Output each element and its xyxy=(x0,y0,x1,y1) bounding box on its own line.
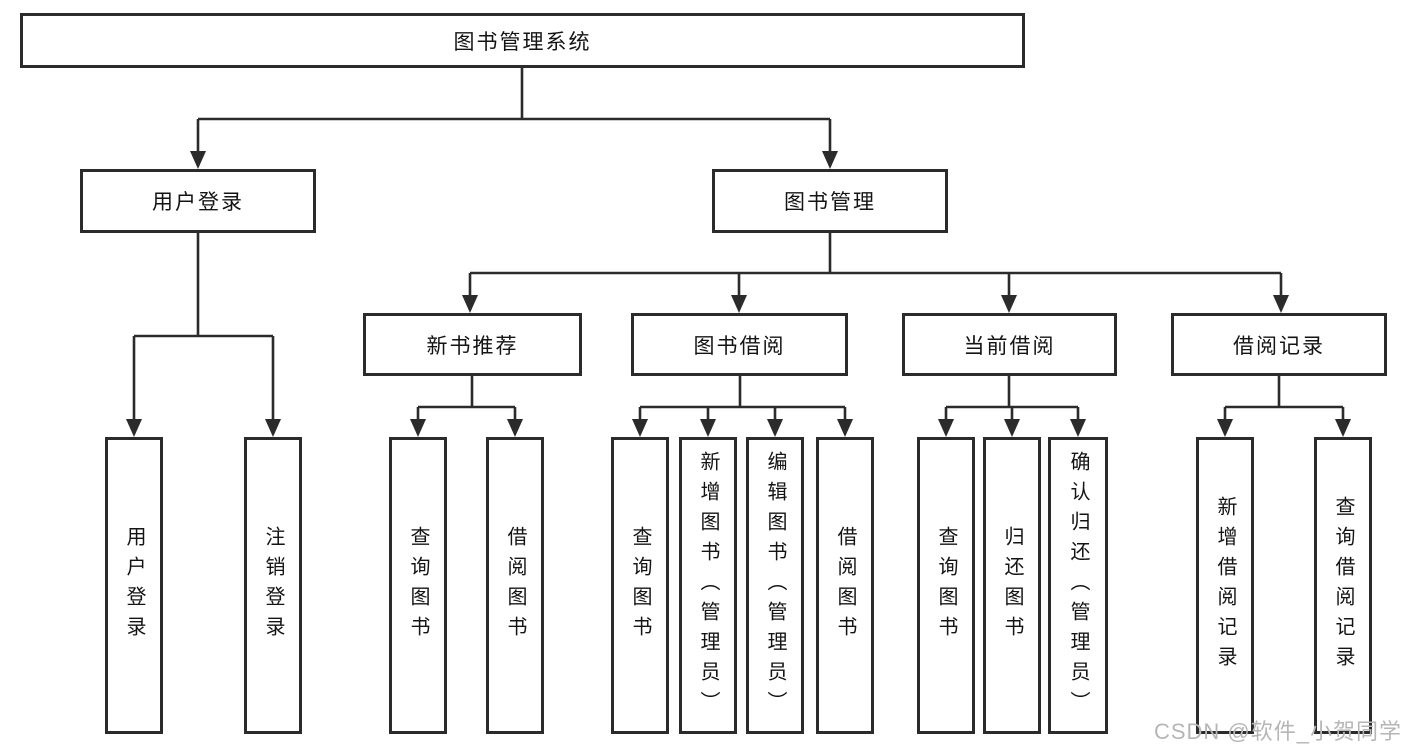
arrowhead-icon xyxy=(1335,419,1351,437)
node-current-borrowing: 当前借阅 xyxy=(902,313,1117,376)
node-book-borrowing-label: 图书借阅 xyxy=(693,334,786,358)
arrowhead-icon xyxy=(837,419,853,437)
arrowhead-icon xyxy=(410,419,426,437)
leaf-query-borrow-record-label: 查询借阅记录 xyxy=(1332,495,1354,676)
arrowhead-icon xyxy=(731,295,747,313)
leaf-edit-books-admin-label: 编辑图书（管理员） xyxy=(764,450,786,721)
leaf-user-login: 用户登录 xyxy=(105,437,163,734)
node-root-label: 图书管理系统 xyxy=(453,30,592,54)
arrowhead-icon xyxy=(190,151,206,169)
node-book-management-label: 图书管理 xyxy=(784,191,876,214)
leaf-current-query-books-label: 查询图书 xyxy=(935,525,957,646)
leaf-add-books-admin-label: 新增图书（管理员） xyxy=(697,450,719,721)
leaf-borrowing-borrow-books: 借阅图书 xyxy=(816,437,874,734)
leaf-borrowing-query-books-label: 查询图书 xyxy=(629,525,651,646)
arrowhead-icon xyxy=(1001,295,1017,313)
leaf-recommend-query-books-label: 查询图书 xyxy=(407,525,429,646)
node-book-borrowing: 图书借阅 xyxy=(631,313,848,376)
arrowhead-icon xyxy=(767,419,783,437)
leaf-logout-label: 注销登录 xyxy=(262,525,284,646)
arrowhead-icon xyxy=(938,419,954,437)
leaf-recommend-borrow-books: 借阅图书 xyxy=(486,437,544,734)
leaf-borrowing-borrow-books-label: 借阅图书 xyxy=(834,525,856,646)
arrowhead-icon xyxy=(700,419,716,437)
leaf-user-login-label: 用户登录 xyxy=(123,525,145,646)
watermark: CSDN @软件_小贺同学 xyxy=(1153,719,1402,744)
arrowhead-icon xyxy=(1217,419,1233,437)
leaf-borrowing-query-books: 查询图书 xyxy=(611,437,669,734)
leaf-return-books: 归还图书 xyxy=(983,437,1041,734)
leaf-add-books-admin: 新增图书（管理员） xyxy=(679,437,737,734)
node-new-book-recommend: 新书推荐 xyxy=(363,313,582,376)
arrowhead-icon xyxy=(265,419,281,437)
arrowhead-icon xyxy=(822,151,838,169)
node-book-management: 图书管理 xyxy=(712,169,948,233)
leaf-return-books-label: 归还图书 xyxy=(1001,525,1023,646)
node-root: 图书管理系统 xyxy=(20,13,1025,68)
arrowhead-icon xyxy=(632,419,648,437)
node-borrowing-records: 借阅记录 xyxy=(1171,313,1387,376)
node-new-book-recommend-label: 新书推荐 xyxy=(426,334,519,358)
arrowhead-icon xyxy=(507,419,523,437)
leaf-recommend-borrow-books-label: 借阅图书 xyxy=(504,525,526,646)
leaf-recommend-query-books: 查询图书 xyxy=(389,437,447,734)
arrowhead-icon xyxy=(1004,419,1020,437)
leaf-add-borrow-record-label: 新增借阅记录 xyxy=(1214,495,1236,676)
arrowhead-icon xyxy=(1273,295,1289,313)
leaf-logout: 注销登录 xyxy=(244,437,302,734)
leaf-confirm-return-admin-label: 确认归还（管理员） xyxy=(1067,450,1089,721)
leaf-add-borrow-record: 新增借阅记录 xyxy=(1196,437,1254,734)
node-user-login-label: 用户登录 xyxy=(152,191,244,214)
arrowhead-icon xyxy=(1070,419,1086,437)
leaf-query-borrow-record: 查询借阅记录 xyxy=(1314,437,1372,734)
leaf-confirm-return-admin: 确认归还（管理员） xyxy=(1048,437,1108,734)
node-borrowing-records-label: 借阅记录 xyxy=(1233,334,1325,358)
leaf-current-query-books: 查询图书 xyxy=(917,437,975,734)
leaf-edit-books-admin: 编辑图书（管理员） xyxy=(746,437,804,734)
node-current-borrowing-label: 当前借阅 xyxy=(963,334,1056,358)
arrowhead-icon xyxy=(462,295,478,313)
node-user-login: 用户登录 xyxy=(80,169,316,233)
arrowhead-icon xyxy=(126,419,142,437)
